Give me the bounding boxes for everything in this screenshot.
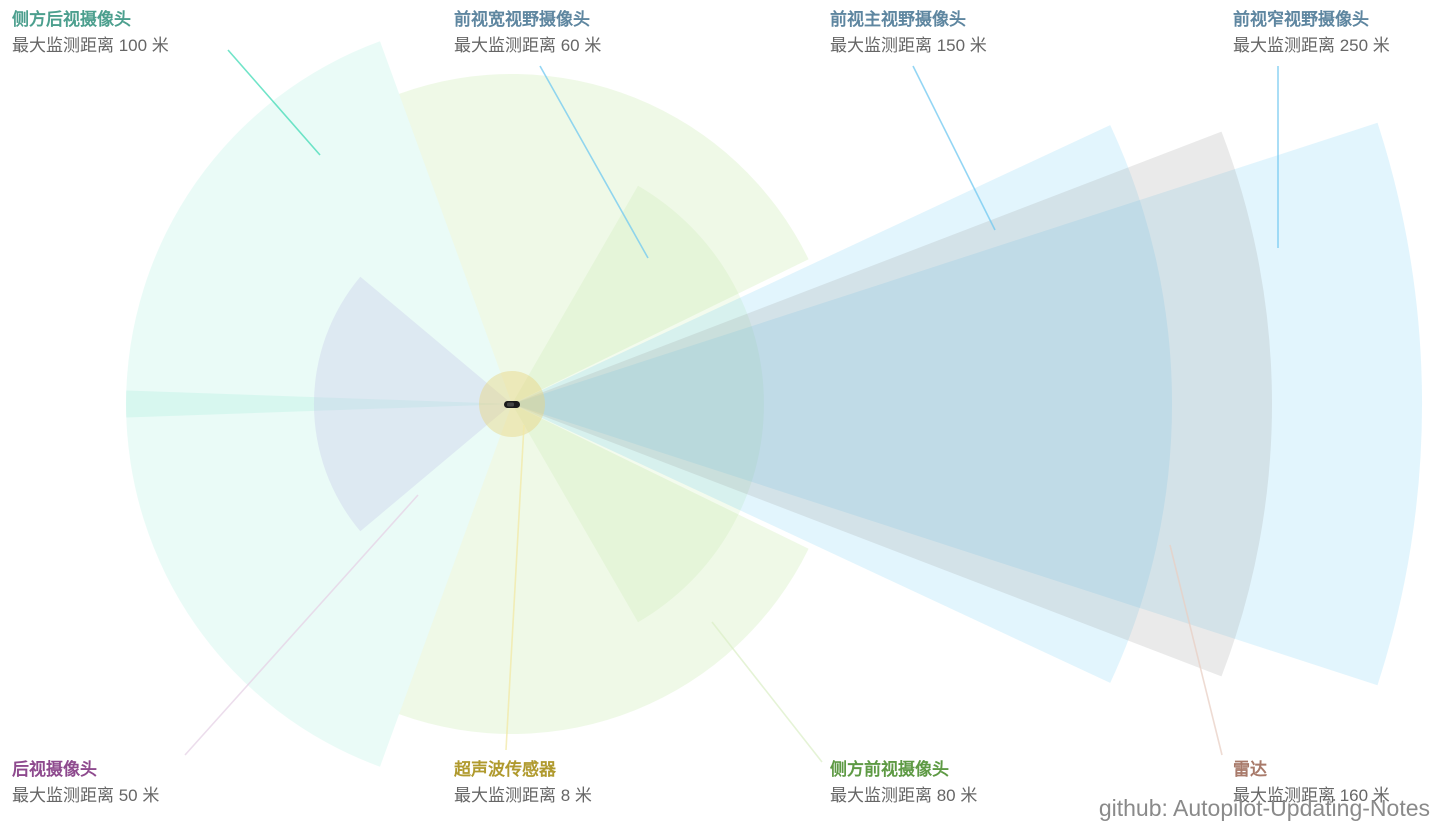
front-wide-camera-zone [399, 73, 809, 405]
ultrasonic-sensor-leader-line [505, 424, 525, 751]
front-wide-camera-leader-line [539, 65, 649, 259]
label-ultrasonic-sensor: 超声波传感器 最大监测距离 8 米 [454, 758, 592, 808]
sensor-name: 前视主视野摄像头 [830, 10, 966, 30]
label-front-main-camera: 前视主视野摄像头 最大监测距离 150 米 [830, 8, 987, 58]
label-rear-camera: 后视摄像头 最大监测距离 50 米 [12, 758, 159, 808]
sensor-range: 最大监测距离 150 米 [830, 36, 987, 55]
label-side-front-camera: 侧方前视摄像头 最大监测距离 80 米 [830, 758, 977, 808]
front-narrow-camera-zone [512, 122, 1423, 686]
sensor-name: 后视摄像头 [12, 760, 97, 780]
label-radar: 雷达 最大监测距离 160 米 [1233, 758, 1390, 808]
front-main-camera-zone [512, 125, 1173, 683]
sensor-range: 最大监测距离 250 米 [1233, 36, 1390, 55]
sensor-range: 最大监测距离 160 米 [1233, 786, 1390, 805]
sensor-name: 前视宽视野摄像头 [454, 10, 590, 30]
label-front-narrow-camera: 前视窄视野摄像头 最大监测距离 250 米 [1233, 8, 1390, 58]
rear-camera-leader-line [184, 494, 419, 756]
sensor-name: 雷达 [1233, 760, 1267, 780]
sensor-range: 最大监测距离 100 米 [12, 36, 169, 55]
watermark: github: Autopilot-Updating-Notes [1098, 795, 1430, 821]
sensor-name: 侧方前视摄像头 [830, 760, 949, 780]
front-main-camera-leader-line [912, 65, 996, 231]
sensor-range: 最大监测距离 60 米 [454, 36, 602, 55]
sensor-name: 超声波传感器 [454, 760, 556, 780]
label-front-wide-camera: 前视宽视野摄像头 最大监测距离 60 米 [454, 8, 601, 58]
sensor-range: 最大监测距离 50 米 [12, 786, 160, 805]
side-front-camera-leader-line [711, 621, 823, 763]
front-wide-camera-zone [399, 404, 809, 735]
side-rear-camera-zone [126, 41, 512, 767]
sensor-name: 侧方后视摄像头 [12, 10, 131, 30]
sensor-range: 最大监测距离 8 米 [454, 786, 592, 805]
label-side-rear-camera: 侧方后视摄像头 最大监测距离 100 米 [12, 8, 169, 58]
sensor-range: 最大监测距离 80 米 [830, 786, 978, 805]
sensor-name: 前视窄视野摄像头 [1233, 10, 1369, 30]
side-front-camera-zone [512, 185, 764, 623]
side-rear-camera-zone [125, 390, 512, 418]
side-rear-camera-leader-line [227, 49, 321, 156]
radar-leader-line [1169, 544, 1223, 756]
car-icon [504, 401, 520, 408]
rear-camera-zone [313, 276, 512, 532]
radar-zone [512, 131, 1272, 677]
